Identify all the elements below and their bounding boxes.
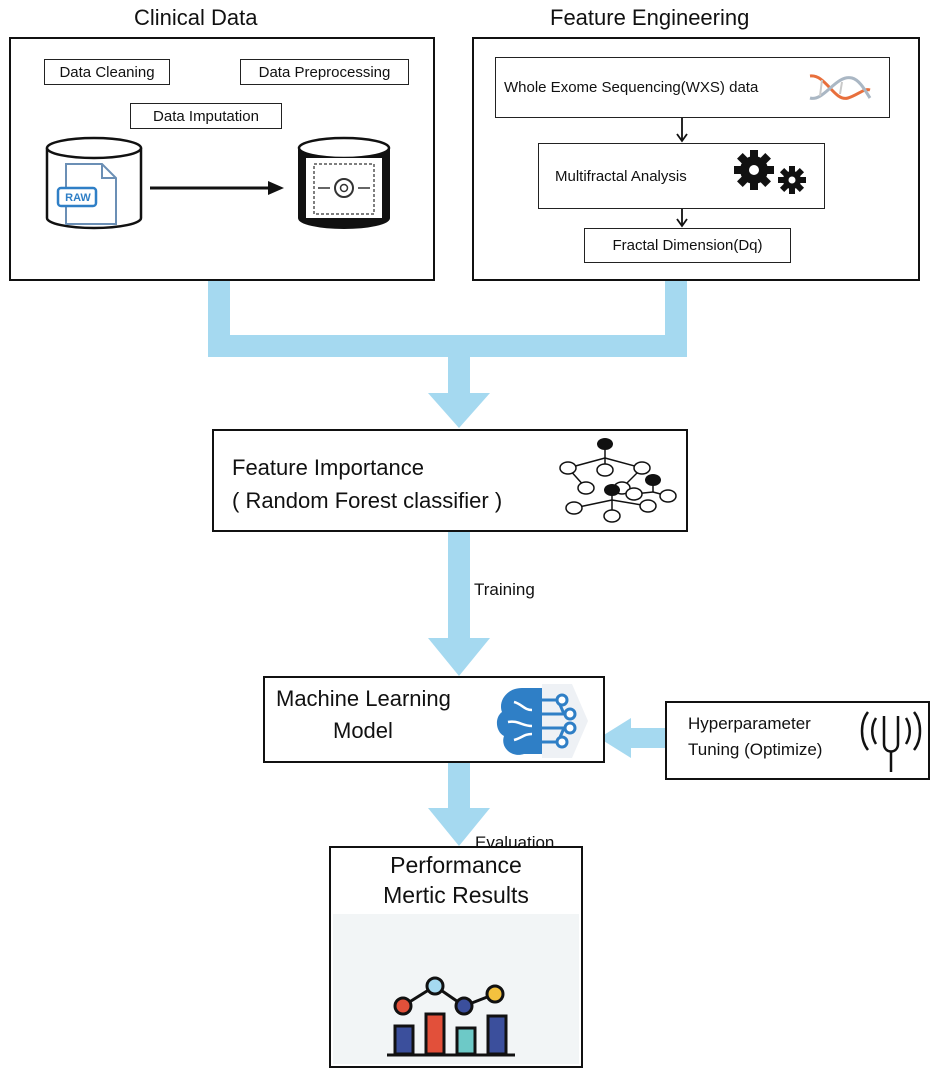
dna-icon xyxy=(809,74,872,100)
gears-icon xyxy=(734,150,806,194)
ai-brain-icon xyxy=(496,684,588,758)
clinical-data-title: Clinical Data xyxy=(134,5,258,30)
random-forest-icon xyxy=(559,438,677,523)
multifractal-analysis-box: Multifractal Analysis xyxy=(538,143,825,209)
performance-title: Performance xyxy=(390,852,522,878)
wxs-data-label: Whole Exome Sequencing(WXS) data xyxy=(504,79,759,96)
fractal-dimension-box: Fractal Dimension(Dq) xyxy=(584,228,791,263)
wxs-data-box: Whole Exome Sequencing(WXS) data xyxy=(495,57,890,118)
processed-database-icon xyxy=(297,136,391,229)
data-imputation-box: Data Imputation xyxy=(130,103,282,129)
training-label: Training xyxy=(474,580,535,599)
multifractal-analysis-label: Multifractal Analysis xyxy=(555,167,687,185)
hyperparameter-subtitle: Tuning (Optimize) xyxy=(688,740,823,759)
raw-label: RAW xyxy=(65,192,91,204)
hyperparameter-tuning-box xyxy=(665,701,930,780)
process-arrow xyxy=(150,181,284,195)
down-arrow-1 xyxy=(676,118,688,143)
ml-model-subtitle: Model xyxy=(333,718,393,743)
down-arrow-2 xyxy=(676,209,688,228)
feature-engineering-title: Feature Engineering xyxy=(550,5,750,30)
feature-importance-title: Feature Importance xyxy=(232,455,424,480)
performance-subtitle: Mertic Results xyxy=(383,882,529,908)
raw-database-icon xyxy=(45,136,143,230)
hyperparameter-title: Hyperparameter xyxy=(688,714,811,733)
metrics-chart-icon xyxy=(333,914,579,1064)
data-preprocessing-box: Data Preprocessing xyxy=(240,59,409,85)
feature-importance-subtitle: ( Random Forest classifier ) xyxy=(232,488,503,513)
tuning-fork-icon xyxy=(860,711,922,772)
data-cleaning-box: Data Cleaning xyxy=(44,59,170,85)
ml-model-title: Machine Learning xyxy=(276,686,451,711)
